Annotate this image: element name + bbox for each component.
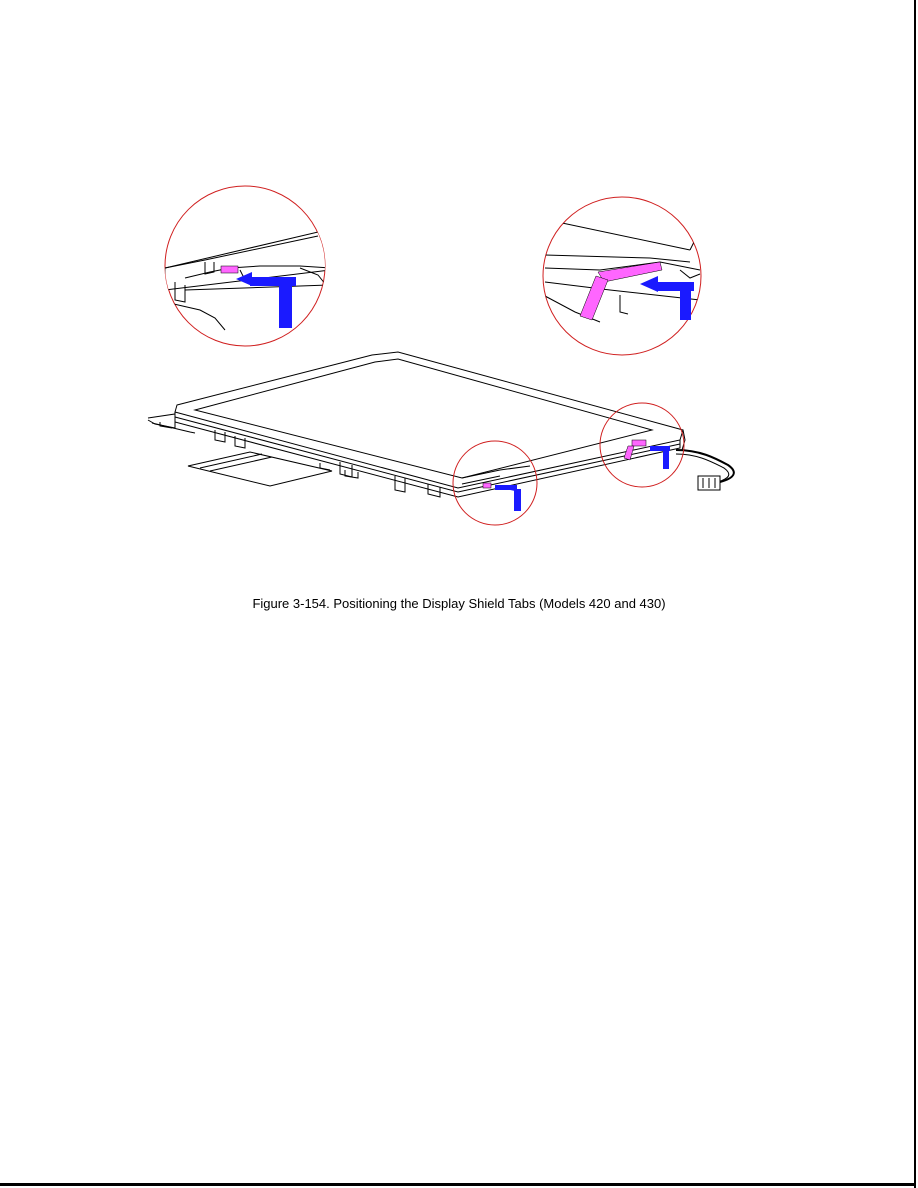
arrow-icon: [279, 281, 292, 328]
callout-circle-front: [452, 440, 538, 526]
page-border-bottom: [0, 1183, 916, 1186]
arrow-icon: [680, 286, 691, 320]
magnified-callout-right: [542, 196, 702, 356]
figure-caption: Figure 3-154. Positioning the Display Sh…: [252, 596, 666, 611]
display-shield-illustration: [147, 185, 735, 526]
display-assembly: [147, 351, 735, 498]
magnified-callout-left: [164, 185, 326, 347]
callout-circle-side: [599, 402, 685, 488]
page-border-right: [914, 0, 916, 1188]
